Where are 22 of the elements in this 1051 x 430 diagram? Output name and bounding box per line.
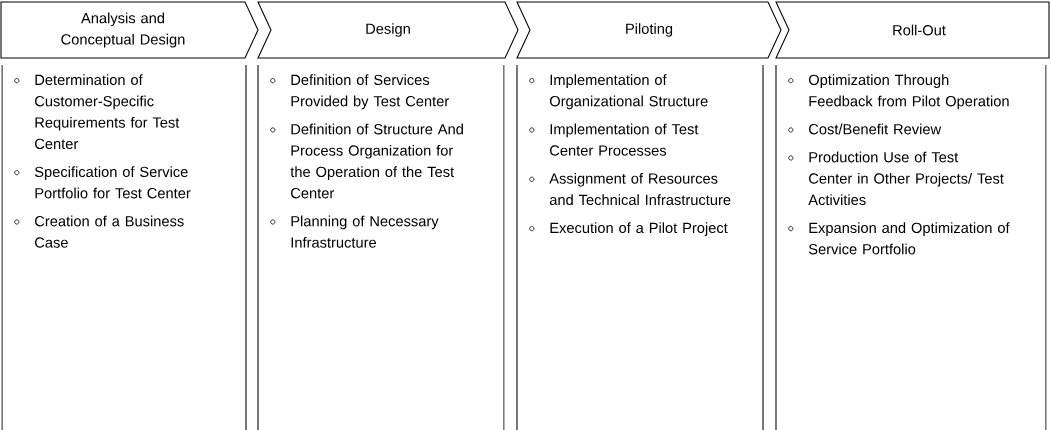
node-label: Optimization Through Feedback from Pilot Operation: [808, 74, 1009, 110]
phase-header-box: Piloting: [516, 1, 782, 59]
phase-header-box: Design: [257, 1, 519, 59]
node-label: Definition of Services Provided by Test Center: [291, 74, 449, 110]
node-label: Creation of a Business Case: [35, 215, 184, 248]
node-label: Implementation of Organizational Structure: [549, 74, 708, 110]
node-label: Definition of Structure And Process Organization for the Operation of the Test Center: [290, 123, 463, 199]
bullet-list-column: Determination of Customer-Specific Requirements for Test Center Specification of Service Portfolio for Test Center Creation of a Business Case: [1, 64, 247, 430]
node-label: Implementation of Test Center Processes: [550, 123, 699, 156]
bullet-list-column: Optimization Through Feedback from Pilot Operation Cost/Benefit Review Production Use of Test Center in Other Projects/ Test Activities Expansion and Optimization of Service Portfolio: [775, 64, 1047, 430]
node-label: Expansion and Optimization of Service Portfolio: [808, 222, 1010, 255]
node-label: Assignment of Resources and Technical Infrastructure: [549, 172, 731, 206]
node-label: Specification of Service Portfolio for Test Center: [34, 166, 191, 199]
node-label: Cost/Benefit Review: [809, 123, 942, 135]
node-label: Execution of a Pilot Project: [550, 222, 728, 236]
bullet-list-column: Definition of Services Provided by Test Center Definition of Structure And Process Organization for the Operation of the Test Center Planning of Necessary Infrastructure: [257, 64, 505, 430]
bullet-list-column: Implementation of Organizational Structure Implementation of Test Center Processes Assignment of Resources and Technical Infrastructure Execution of a Pilot Project: [516, 64, 764, 430]
node-label: Determination of Customer-Specific Requirements for Test Center: [35, 74, 180, 150]
phase-header-box: Roll-Out: [775, 1, 1050, 59]
node-label: Production Use of Test Center in Other Projects/ Test Activities: [808, 151, 1004, 206]
phase-header-box: Analysis and Conceptual Design: [0, 1, 259, 59]
node-label: Planning of Necessary Infrastructure: [291, 215, 439, 248]
